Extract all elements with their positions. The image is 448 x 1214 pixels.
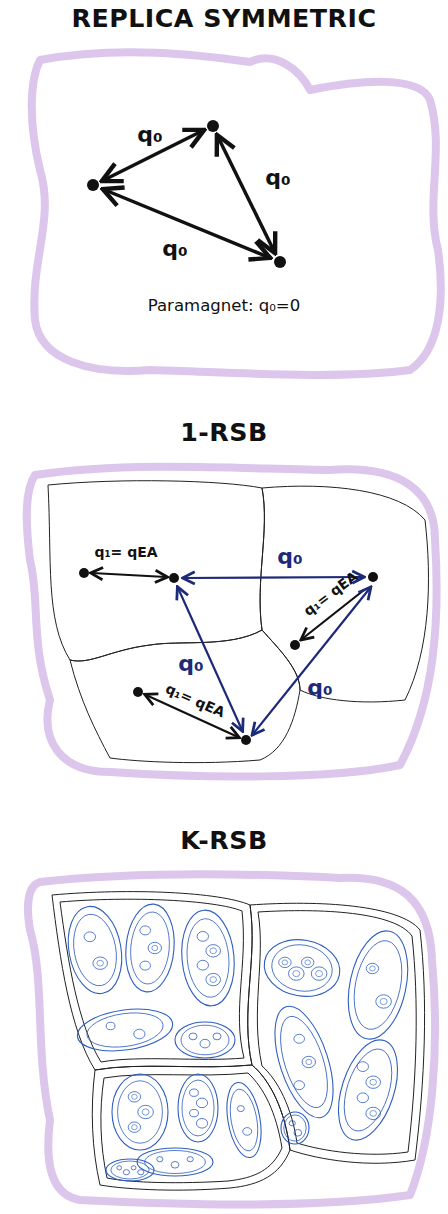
overlap-label: q₀ bbox=[178, 652, 203, 676]
overlap-label: q₀ bbox=[265, 166, 290, 190]
overlap-label: q₁= qEA bbox=[163, 681, 227, 721]
overlap-label: q₀ bbox=[277, 545, 302, 569]
panel-heading: K-RSB bbox=[0, 826, 448, 855]
nested-states bbox=[62, 902, 417, 1181]
state-cells bbox=[48, 481, 428, 763]
region-note: Paramagnet: q₀=0 bbox=[0, 296, 448, 315]
panel-heading: REPLICA SYMMETRIC bbox=[0, 4, 448, 33]
overlap-label: q₀ bbox=[137, 123, 162, 147]
replica-dots bbox=[87, 120, 286, 268]
region-outline bbox=[0, 400, 448, 790]
region-outline bbox=[0, 800, 448, 1214]
replica-dots bbox=[79, 568, 378, 745]
state-space-region: 1-RSB bbox=[0, 400, 448, 790]
overlap-label: q₀ bbox=[162, 237, 187, 261]
overlap-label: q₁= qEA bbox=[94, 545, 157, 560]
state-space-region: REPLICA SYMMETRIC Paramagnet: q₀=0 bbox=[0, 0, 448, 390]
overlap-arrows bbox=[104, 131, 274, 257]
state-cells bbox=[52, 892, 425, 1191]
region-outline bbox=[0, 0, 448, 390]
state-space-region: K-RSB bbox=[0, 800, 448, 1214]
panel-heading: 1-RSB bbox=[0, 418, 448, 447]
overlap-label: q₀ bbox=[307, 676, 332, 700]
